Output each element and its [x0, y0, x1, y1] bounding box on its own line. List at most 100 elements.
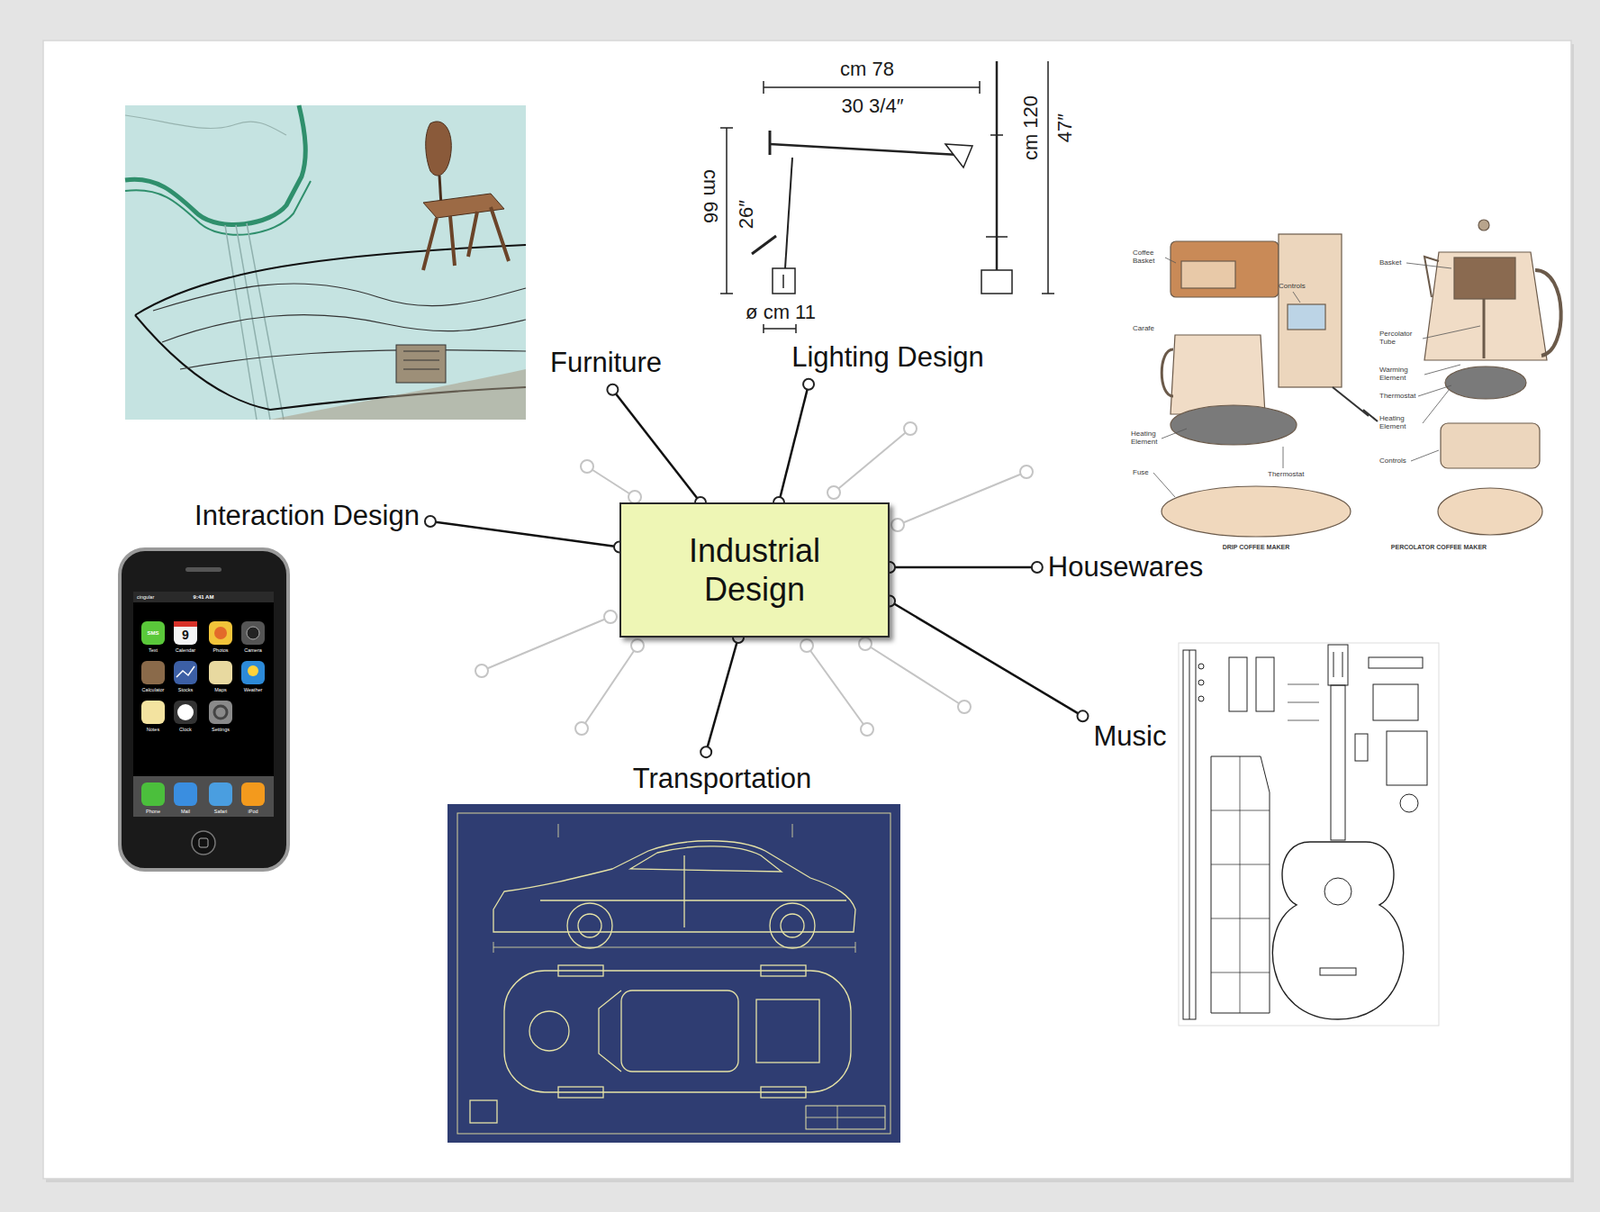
car-wheel — [769, 903, 815, 949]
part-label: Controls — [1278, 282, 1306, 291]
connector-end-dot — [803, 379, 814, 390]
app-icon — [241, 782, 265, 806]
part-label: Percolator Tube — [1379, 330, 1421, 347]
branch-label: Transportation — [622, 751, 823, 806]
branch-label: Furniture — [539, 335, 673, 390]
lamp-detail — [985, 135, 1008, 237]
connector-group — [773, 379, 814, 508]
app-label: Photos — [212, 647, 228, 653]
guitar-part — [1373, 684, 1419, 721]
connector-line — [889, 566, 1038, 570]
seat-contour — [162, 315, 526, 343]
node-text: Lighting Design — [791, 341, 985, 374]
app-icon — [241, 621, 265, 645]
blueprint-border — [457, 813, 891, 1134]
car-wheel-top — [760, 1086, 806, 1098]
faded-dot — [628, 490, 642, 504]
app-icon-strip — [173, 621, 198, 627]
faded-dot — [858, 637, 872, 651]
connector-end-dot — [424, 515, 436, 527]
percolator-base — [1437, 488, 1543, 535]
connector-group — [884, 596, 1089, 723]
dimension-line — [493, 823, 856, 953]
home-button — [191, 831, 216, 855]
node-text: Housewares — [1048, 551, 1203, 584]
chair-back — [425, 121, 452, 176]
app-label: Phone — [145, 808, 161, 814]
dimension-label: cm 78 — [840, 58, 895, 81]
part-label: Controls — [1379, 457, 1407, 466]
guitar-profile — [1211, 756, 1270, 1013]
connector-line — [705, 637, 739, 752]
guitar-tuner — [1198, 696, 1204, 702]
app-label: Text — [148, 647, 158, 653]
app-icon-detail — [214, 705, 227, 719]
app-label: Stocks — [178, 687, 194, 693]
car-engine — [756, 999, 820, 1063]
app-icon-detail — [247, 665, 259, 677]
node-text: Industrial Design — [648, 531, 861, 609]
guitar-tuner — [1198, 679, 1204, 686]
lamp-arm — [768, 130, 772, 155]
connector-group — [424, 515, 625, 553]
chair-legs — [423, 207, 509, 271]
percolator-basket — [1454, 257, 1516, 299]
faded-dot — [891, 518, 904, 532]
part-label: Basket — [1379, 259, 1402, 268]
status-bar — [133, 591, 274, 603]
control-panel — [1287, 304, 1326, 330]
faded-spokes — [475, 422, 1033, 736]
faded-dot — [827, 486, 841, 499]
dimension-label: 47″ — [1054, 113, 1076, 143]
warming-plate — [1170, 405, 1297, 445]
connector-end-dot — [1031, 561, 1043, 573]
app-icon — [173, 660, 198, 685]
app-label: Clock — [179, 726, 192, 733]
blueprint-ground — [447, 804, 901, 1143]
pencil-line — [125, 115, 287, 136]
car-windshield — [598, 990, 622, 1072]
lamp-detail — [782, 274, 785, 289]
guitar-side-neck — [1183, 650, 1196, 1020]
phone-screen — [133, 591, 274, 817]
phone-dock — [133, 776, 274, 817]
heating-element — [1445, 366, 1527, 399]
percolator-tube — [1482, 298, 1486, 359]
connector-line — [430, 521, 620, 548]
car-spare-wheel — [529, 1011, 570, 1051]
faded-dot — [958, 700, 971, 714]
lamp-base — [981, 270, 1013, 294]
metal-fitting — [396, 344, 446, 383]
guitar-part — [1355, 733, 1368, 761]
carafe — [1170, 334, 1266, 415]
app-icon — [241, 660, 265, 685]
guitar-part — [1386, 731, 1428, 786]
app-label: Settings — [211, 726, 230, 733]
icon-text: 9 — [181, 628, 190, 642]
app-icon — [208, 660, 233, 685]
guitar-detail — [1189, 650, 1191, 1020]
guitar-headstock — [1256, 657, 1275, 712]
app-icon — [208, 700, 233, 724]
guitar-detail — [1333, 651, 1343, 678]
faded-dot — [631, 639, 644, 652]
car-detail — [540, 846, 847, 928]
car-wheel-top — [558, 965, 604, 977]
part-label: Fuse — [1132, 469, 1149, 478]
car-wheel — [578, 913, 602, 938]
lamp-arm — [769, 144, 959, 155]
faded-dot — [860, 723, 874, 736]
leader-line — [1406, 262, 1481, 462]
carafe-handle — [1161, 349, 1174, 397]
furniture-sketch — [125, 105, 526, 420]
percolator-lower — [1440, 423, 1540, 469]
title-block — [805, 1105, 886, 1130]
percolator-pot — [1424, 252, 1547, 361]
app-icon — [208, 621, 233, 645]
dimension-label: 30 3/4″ — [841, 95, 904, 118]
app-label: Maps — [214, 687, 226, 693]
node-text: Interaction Design — [194, 499, 420, 533]
app-icon — [173, 782, 198, 806]
connector-line — [612, 389, 701, 503]
